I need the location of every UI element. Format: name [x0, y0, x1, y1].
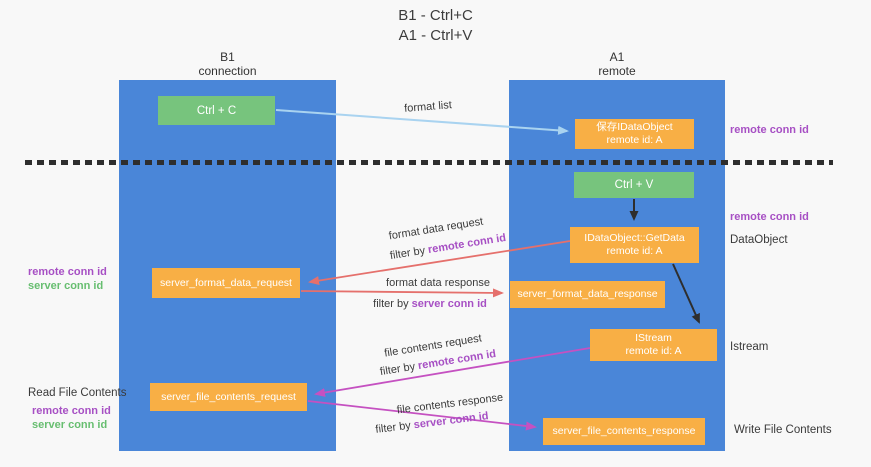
file-contents-response-filter: filter by server conn id [375, 410, 489, 436]
clipboard-phase-divider [25, 160, 833, 165]
lane-b1-name: B1 [220, 50, 235, 64]
save-idataobject-remote-id: remote id: A [606, 134, 663, 146]
server-conn-id-key: server conn id [413, 410, 490, 432]
server-conn-id-key: server conn id [411, 298, 487, 310]
istream-annotation: Istream [730, 341, 769, 353]
left-format-server-conn-id: server conn id [28, 280, 104, 292]
istream-box: IStream remote id: A [590, 329, 717, 361]
server-format-data-response-label: server_format_data_response [517, 288, 658, 300]
server-file-contents-request-box: server_file_contents_request [150, 383, 307, 411]
filter-by-text: filter by [389, 244, 430, 263]
left-format-remote-conn-id: remote conn id [28, 266, 107, 278]
idataobject-getdata-box: IDataObject::GetData remote id: A [570, 227, 699, 263]
diagram-title: B1 - Ctrl+C A1 - Ctrl+V [0, 6, 871, 46]
format-data-response-label: format data response [386, 277, 490, 289]
ctrl-c-label: Ctrl + C [196, 104, 237, 117]
right-remote-conn-id-mid: remote conn id [730, 211, 809, 223]
lane-a1-name: A1 [609, 50, 625, 64]
read-file-contents-annotation: Read File Contents [28, 387, 127, 399]
getdata-title: IDataObject::GetData [584, 232, 685, 244]
dataobject-annotation: DataObject [730, 234, 788, 246]
format-list-label: format list [403, 99, 453, 115]
getdata-remote-id: remote id: A [606, 245, 663, 257]
server-format-data-request-label: server_format_data_request [160, 276, 292, 289]
filter-by-text: filter by [379, 360, 420, 379]
server-format-data-request-box: server_format_data_request [152, 268, 300, 298]
save-idataobject-title: 保存IDataObject [596, 121, 673, 133]
server-file-contents-request-label: server_file_contents_request [161, 390, 296, 403]
lane-a1-subtitle: remote [598, 64, 636, 78]
right-remote-conn-id-top: remote conn id [730, 124, 809, 136]
ctrl-v-label: Ctrl + V [614, 179, 654, 191]
format-data-response-filter: filter by server conn id [373, 298, 487, 310]
remote-conn-id-key: remote conn id [427, 231, 507, 257]
server-file-contents-response-box: server_file_contents_response [543, 418, 705, 445]
ctrl-c-box: Ctrl + C [158, 96, 275, 125]
left-file-remote-conn-id: remote conn id [32, 405, 111, 417]
filter-by-text: filter by [374, 419, 415, 436]
ctrl-v-box: Ctrl + V [574, 172, 694, 198]
filter-by-text: filter by [373, 298, 412, 310]
lane-header-a1: A1 remote [509, 50, 725, 78]
lane-b1-subtitle: connection [198, 64, 257, 78]
title-line-ctrl-c: B1 - Ctrl+C [398, 7, 473, 24]
save-idataobject-box: 保存IDataObject remote id: A [575, 119, 694, 149]
write-file-contents-annotation: Write File Contents [734, 424, 832, 436]
title-line-ctrl-v: A1 - Ctrl+V [398, 27, 473, 44]
left-file-server-conn-id: server conn id [32, 419, 108, 431]
server-file-contents-response-label: server_file_contents_response [552, 425, 696, 437]
istream-title: IStream [635, 332, 672, 344]
lane-header-b1: B1 connection [119, 50, 336, 78]
server-format-data-response-box: server_format_data_response [510, 281, 665, 308]
istream-remote-id: remote id: A [625, 345, 682, 357]
